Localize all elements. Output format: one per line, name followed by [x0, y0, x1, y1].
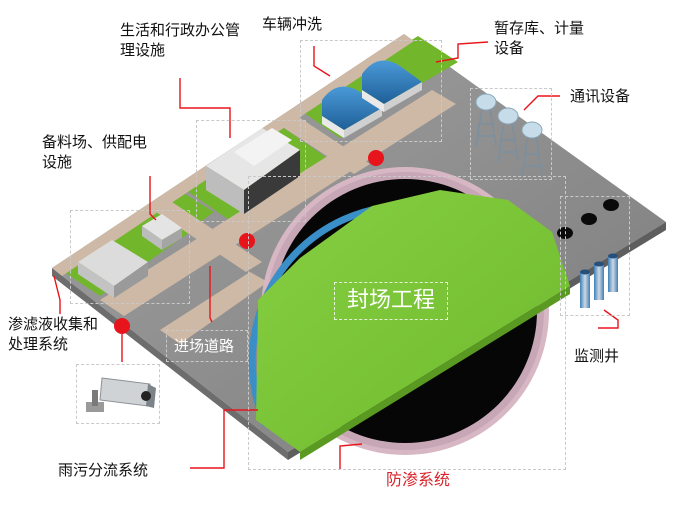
label-closure-works: 封场工程: [334, 282, 449, 320]
marker-points: [114, 150, 384, 334]
label-communication: 通讯设备: [570, 86, 631, 106]
label-access-road: 进场道路: [174, 337, 235, 355]
label-leachate-system: 渗滤液收集和处理系统: [8, 314, 100, 354]
label-storage-metering: 暂存库、计量设备: [494, 18, 590, 58]
warehouse-icon: [322, 60, 422, 138]
label-monitoring-well: 监测井: [574, 346, 620, 366]
label-admin-facilities: 生活和行政办公管理设施: [120, 20, 242, 60]
tower-icon: [475, 93, 543, 177]
label-vehicle-wash: 车辆冲洗: [262, 14, 323, 34]
camera-icon: [86, 377, 156, 412]
leader-lines: [53, 41, 619, 470]
landfill-pit: [248, 167, 570, 460]
label-rain-sewage-separation: 雨污分流系统: [58, 460, 149, 480]
building-icon: [78, 128, 300, 298]
monitoring-well-icon: [557, 199, 619, 308]
label-anti-seepage: 防渗系统: [386, 470, 451, 490]
label-material-yard-power: 备料场、供配电设施: [42, 132, 148, 172]
